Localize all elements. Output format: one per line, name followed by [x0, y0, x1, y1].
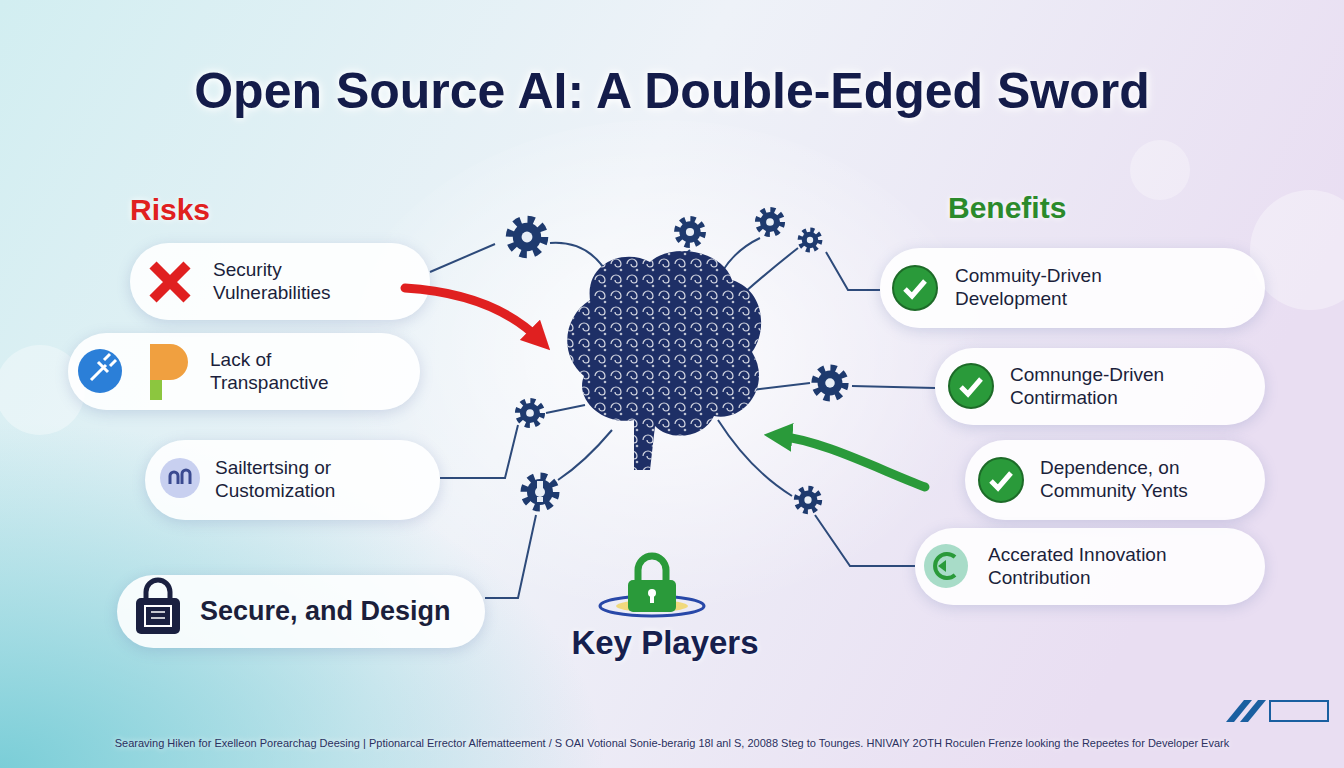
check-circle: [979, 458, 1023, 502]
pill-box: Lack of Transpanctive: [68, 333, 420, 410]
gear-icon: [758, 210, 781, 233]
logo-shape: [1240, 700, 1266, 722]
gear-icon: [800, 230, 819, 249]
icon-circle: [78, 349, 122, 393]
lock-shackle: [638, 556, 666, 582]
lock-grid: [151, 612, 165, 618]
pill-box: Security Vulnerabilities: [130, 243, 430, 320]
p-shape: [150, 344, 188, 400]
network-line: [485, 515, 536, 598]
pill-box: Secure, and Design: [117, 575, 485, 648]
check-mark: [905, 281, 925, 296]
risk-icon-custom: [160, 458, 200, 498]
gear-icon: [511, 221, 544, 254]
logo-mark: [1226, 700, 1328, 722]
box-text: Comnunge-Driven Contirmation: [1010, 364, 1200, 410]
box-text: Sailtertsing or Customization: [215, 457, 375, 503]
risk-arrow: [405, 288, 540, 340]
gear-icon: [678, 220, 703, 245]
logo-shape: [1270, 701, 1328, 721]
warning-mark: [537, 497, 543, 502]
lock-body: [136, 598, 180, 634]
center-label: Key Players: [571, 624, 758, 662]
network-lines: [430, 238, 935, 598]
network-line: [745, 248, 798, 292]
benefit-checks: [893, 266, 1023, 588]
pill-box: Accerated Innovation Contribution: [915, 528, 1265, 605]
brain-shape: [567, 251, 761, 470]
network-line: [558, 430, 612, 480]
box-text: Accerated Innovation Contribution: [988, 544, 1193, 590]
risk-icon-x: [153, 265, 187, 299]
network-line: [430, 244, 495, 272]
warning-mark: [537, 481, 543, 494]
network-line: [440, 425, 518, 478]
brain-illustration: [567, 251, 761, 470]
lock-shackle: [146, 580, 170, 600]
pill-box: Dependence, on Community Yents: [965, 440, 1265, 520]
pill-box: Commuity-Driven Development: [880, 248, 1265, 328]
box-text: Commuity-Driven Development: [955, 265, 1130, 311]
risk-icon-plug: [78, 344, 188, 400]
brain-texture: [567, 251, 761, 470]
pill-box: Comnunge-Driven Contirmation: [935, 348, 1265, 425]
p-shape: [150, 380, 162, 400]
pill-box: Sailtertsing or Customization: [145, 440, 440, 520]
lock-illustration: [600, 556, 704, 616]
check-circle: [893, 266, 937, 310]
footer-note: Searaving Hiken for Exelleon Porearchag …: [115, 737, 1229, 749]
innovation-mark: [935, 554, 955, 578]
icon-circle: [924, 544, 968, 588]
gears: [511, 210, 845, 511]
center-glow: [330, 120, 990, 640]
network-line: [546, 405, 585, 413]
box-text: Dependence, on Community Yents: [1040, 457, 1212, 503]
innovation-mark: [938, 560, 946, 572]
title-text: Open Source AI: A Double-Edged Sword: [0, 62, 1344, 120]
network-line: [852, 386, 935, 388]
network-line: [718, 420, 792, 496]
network-line: [722, 238, 760, 272]
gear-icon: [797, 489, 819, 511]
lock-grid: [145, 606, 171, 626]
box-text: Security Vulnerabilities: [213, 259, 373, 305]
section-heading: Risks: [130, 193, 210, 227]
check-mark: [991, 473, 1011, 488]
icon-circle: [160, 458, 200, 498]
risk-icon-lock: [136, 580, 180, 634]
section-heading: Benefits: [948, 191, 1066, 225]
custom-mark: [170, 470, 190, 484]
plug-mark: [91, 354, 116, 380]
check-circle: [949, 364, 993, 408]
benefit-arrow: [778, 436, 925, 487]
gear-icon: [525, 477, 555, 507]
box-text: Secure, and Design: [200, 595, 480, 627]
bokeh-circle: [1130, 140, 1190, 200]
gear-icon: [816, 369, 845, 398]
x-mark: [153, 265, 187, 299]
check-mark: [961, 379, 981, 394]
network-line: [826, 252, 880, 290]
lock-body: [628, 580, 676, 612]
gear-icon: [518, 401, 541, 424]
lock-keyhole: [650, 594, 654, 603]
box-text: Lack of Transpanctive: [210, 349, 380, 395]
network-line: [815, 515, 915, 566]
network-line: [752, 383, 810, 390]
